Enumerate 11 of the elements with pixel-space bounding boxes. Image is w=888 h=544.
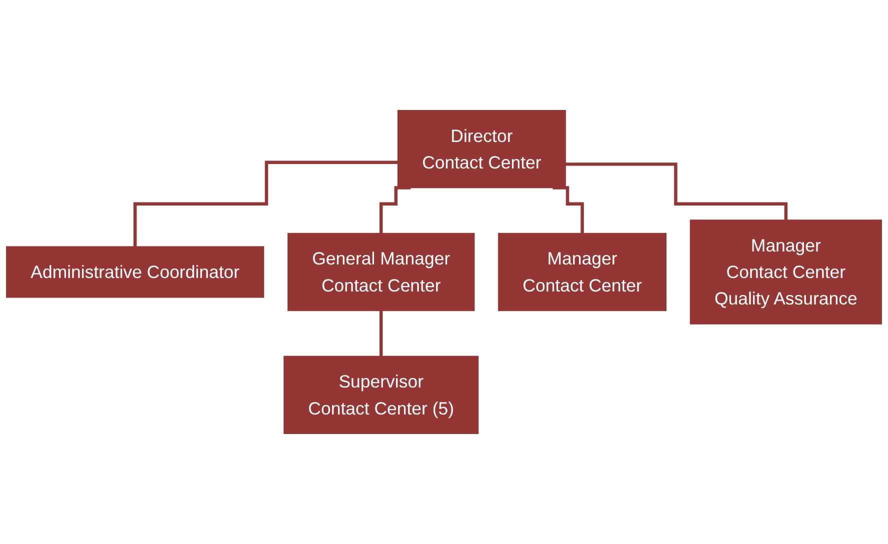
node-box: Director Contact Center — [397, 110, 566, 188]
node-box: Supervisor Contact Center (5) — [284, 356, 479, 434]
connector — [552, 186, 584, 235]
connector — [380, 309, 383, 358]
node-box: Administrative Coordinator — [6, 246, 264, 298]
node-box: General Manager Contact Center — [288, 232, 475, 312]
node-box: Manager Contact Center — [498, 232, 666, 312]
connector — [566, 162, 788, 222]
connector — [380, 186, 411, 235]
connector — [133, 160, 398, 248]
node-box: Manager Contact Center Quality Assurance — [690, 220, 882, 324]
